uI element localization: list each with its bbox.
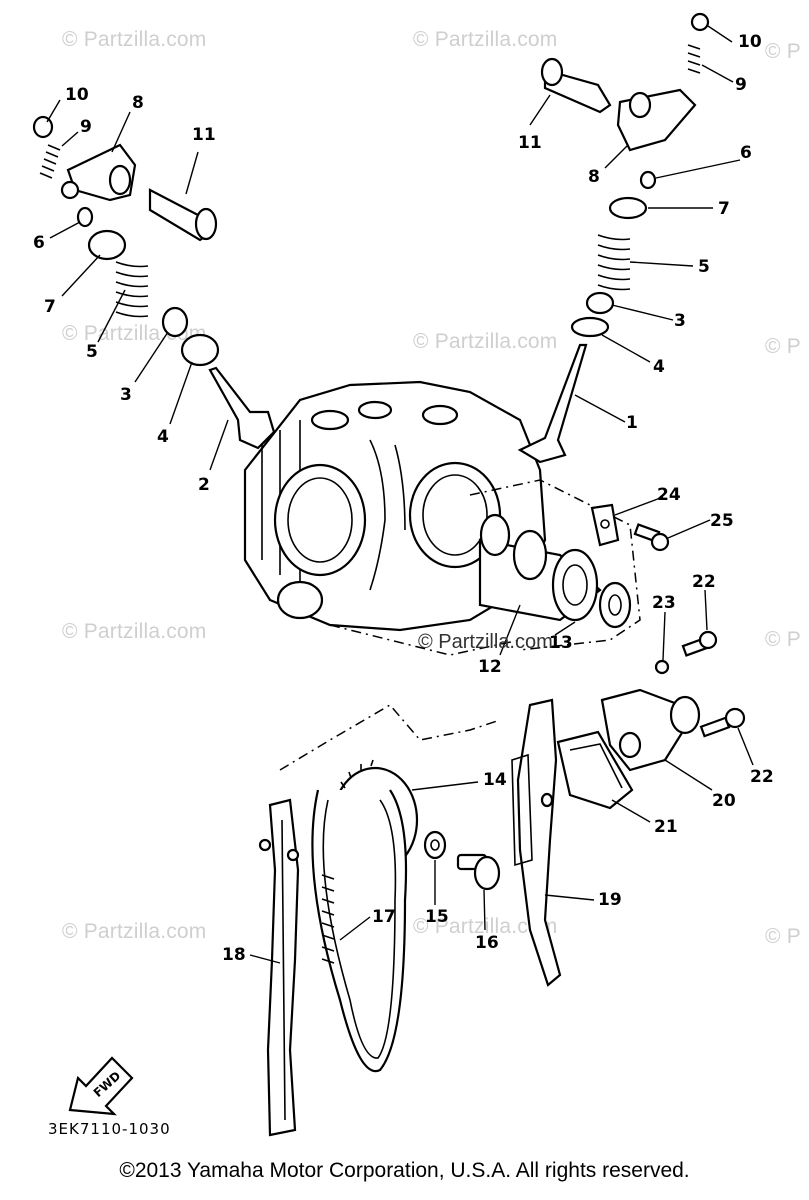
valve-train-right xyxy=(517,12,710,464)
callout-6: 6 xyxy=(740,143,752,163)
watermark: © P xyxy=(765,335,801,358)
callout-9: 9 xyxy=(80,117,92,137)
callout-22: 22 xyxy=(750,767,774,787)
callout-3: 3 xyxy=(674,311,686,331)
cam-chain xyxy=(311,789,408,1073)
callout-24: 24 xyxy=(657,485,681,505)
callout-21: 21 xyxy=(654,817,678,837)
watermark: © Partzilla.com xyxy=(413,330,558,353)
callout-8: 8 xyxy=(132,93,144,113)
chain-guide-rear xyxy=(511,698,562,987)
watermark: © P xyxy=(765,40,801,63)
callout-16: 16 xyxy=(475,933,499,953)
callout-4: 4 xyxy=(157,427,169,447)
callout-13: 13 xyxy=(549,633,573,653)
callout-11: 11 xyxy=(518,133,542,153)
chain-guide-front xyxy=(258,798,300,1137)
callout-17: 17 xyxy=(372,907,396,927)
tensioner-bolts-and-washer xyxy=(590,503,746,738)
callout-5: 5 xyxy=(86,342,98,362)
callout-18: 18 xyxy=(222,945,246,965)
drawing-code: 3EK7110-1030 xyxy=(48,1120,171,1138)
callout-6: 6 xyxy=(33,233,45,253)
copyright-notice: ©2013 Yamaha Motor Corporation, U.S.A. A… xyxy=(119,1159,690,1182)
callout-7: 7 xyxy=(718,199,730,219)
callout-numbers: 1 2 3 3 4 4 5 5 6 6 7 7 8 8 9 9 10 10 11… xyxy=(33,32,774,965)
callout-1: 1 xyxy=(626,413,638,433)
callout-12: 12 xyxy=(478,657,502,677)
callout-22: 22 xyxy=(692,572,716,592)
callout-2: 2 xyxy=(198,475,210,495)
assembly-line xyxy=(279,704,501,771)
forward-direction-arrow: FWD xyxy=(68,1056,134,1116)
camshaft xyxy=(469,479,641,651)
watermark: © Partzilla.com xyxy=(62,920,207,943)
callout-10: 10 xyxy=(65,85,89,105)
callout-25: 25 xyxy=(710,511,734,531)
callout-3: 3 xyxy=(120,385,132,405)
cam-chain-tensioner xyxy=(556,688,701,810)
callout-20: 20 xyxy=(712,791,736,811)
callout-23: 23 xyxy=(652,593,676,613)
callout-15: 15 xyxy=(425,907,449,927)
watermark: © P xyxy=(765,628,801,651)
callout-7: 7 xyxy=(44,297,56,317)
watermark-center: © Partzilla.com xyxy=(418,631,553,653)
watermark: © Partzilla.com xyxy=(62,620,207,643)
watermark: © Partzilla.com xyxy=(413,28,558,51)
callout-10: 10 xyxy=(738,32,762,52)
leader-lines xyxy=(46,25,754,964)
valve-train-left xyxy=(32,115,276,450)
callout-11: 11 xyxy=(192,125,216,145)
callout-19: 19 xyxy=(598,890,622,910)
watermark: © P xyxy=(765,925,801,948)
callout-4: 4 xyxy=(653,357,665,377)
callout-14: 14 xyxy=(483,770,507,790)
callout-5: 5 xyxy=(698,257,710,277)
callout-9: 9 xyxy=(735,75,747,95)
callout-8: 8 xyxy=(588,167,600,187)
cylinder-head xyxy=(243,380,547,656)
watermark: © Partzilla.com xyxy=(62,28,207,51)
